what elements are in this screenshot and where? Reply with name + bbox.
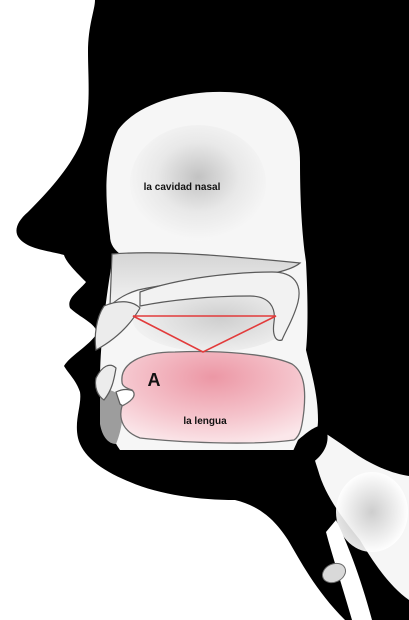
tongue-label: la lengua: [183, 416, 227, 427]
tongue: [121, 352, 305, 444]
vowel-label: A: [148, 370, 161, 390]
nasal-cavity-label: la cavidad nasal: [144, 182, 221, 193]
throat-shading: [336, 472, 408, 552]
